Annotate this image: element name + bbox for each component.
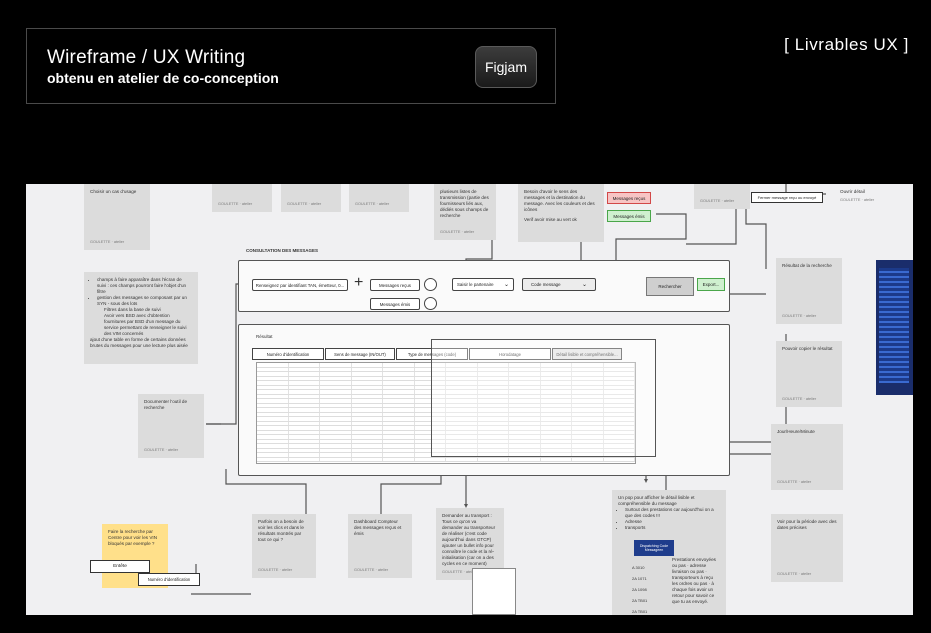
sent-radio[interactable] bbox=[424, 297, 437, 310]
note-bullet: champs à faire apparaître dans l'écran d… bbox=[97, 277, 192, 295]
note-text: plusieurs listes de transmission (partie… bbox=[440, 189, 489, 218]
results-grid[interactable] bbox=[256, 362, 636, 464]
note-bullet: gestion des messages se composant par un… bbox=[97, 295, 192, 307]
tab-timestamp[interactable]: Horodatage bbox=[469, 348, 551, 360]
title-card: Wireframe / UX Writing obtenu en atelier… bbox=[26, 28, 556, 104]
note-dashboard[interactable]: Dashboard Compteur des messages reçus et… bbox=[348, 514, 412, 578]
note-clicks[interactable]: Parfois on a besoin de voir les clics et… bbox=[252, 514, 316, 578]
search-input[interactable]: Renseignez par identifiant TAN, émetteur… bbox=[252, 279, 348, 291]
partner-select[interactable]: Saisir le partenaire ⌄ bbox=[452, 278, 514, 291]
section-title: CONSULTATION DES MESSAGES bbox=[246, 248, 319, 253]
detail-overlay bbox=[431, 339, 656, 457]
note-top-d[interactable]: GOULETTE · atelier bbox=[694, 184, 750, 209]
note-sub: Filtres dans la base de suivi bbox=[104, 307, 161, 312]
note-open-detail-2 bbox=[844, 184, 878, 208]
code-list-item: A 3010 bbox=[632, 565, 645, 570]
figjam-button[interactable]: Figjam bbox=[475, 46, 537, 88]
note-text: Résultat de la recherche bbox=[782, 263, 832, 268]
screenshot-thumbnail bbox=[876, 260, 913, 395]
note-transport[interactable]: Demander au transport : Tous ce qu'on va… bbox=[436, 508, 504, 580]
note-text: Parfois on a besoin de voir les clics et… bbox=[258, 519, 304, 542]
code-list-item: 2A TB01 bbox=[632, 609, 648, 614]
numero-tag[interactable]: Numéro d'identification bbox=[138, 573, 200, 586]
note-text: Jour/Heure/Minute bbox=[777, 429, 815, 434]
note-sub: Avoir vers BSD avec d'obtention bbox=[104, 313, 170, 318]
page-subtitle: obtenu en atelier de co-conception bbox=[47, 70, 279, 86]
search-button[interactable]: Rechercher bbox=[646, 277, 694, 296]
note-prestations[interactable]: Prestations envoyées ou pas · adresse li… bbox=[666, 552, 724, 615]
export-button[interactable]: Export... bbox=[697, 278, 725, 291]
note-text: Demander au transport : Tous ce qu'on va… bbox=[442, 513, 496, 566]
note-copy-result[interactable]: Pouvoir copier le résultat GOULETTE · at… bbox=[776, 341, 842, 407]
result-label: Résultat bbox=[256, 334, 273, 339]
note-sub: ajout d'une table en forme de certains d… bbox=[90, 337, 188, 348]
note-text: Besoin d'avoir le sens des messages et l… bbox=[524, 189, 595, 212]
note-top-a[interactable]: GOULETTE · atelier bbox=[212, 184, 272, 212]
messages-received-red-button[interactable]: Messages reçus bbox=[607, 192, 651, 204]
partner-select-label: Saisir le partenaire bbox=[457, 282, 494, 287]
note-text: Prestations envoyées ou pas · adresse li… bbox=[672, 557, 716, 604]
code-list-item: 2A 1098 bbox=[632, 587, 647, 592]
note-text: Voir pour la période avec des dates préc… bbox=[777, 519, 837, 530]
note-text-2: Verif avoir mise au vert ok bbox=[524, 217, 577, 222]
note-text: Choisir un cas d'usage bbox=[90, 189, 137, 194]
note-search-result[interactable]: Résultat de la recherche GOULETTE · atel… bbox=[776, 258, 842, 324]
note-text: Documenter l'outil de recherche bbox=[144, 399, 188, 410]
tab-identification[interactable]: Numéro d'identification bbox=[252, 348, 324, 360]
note-direction[interactable]: Besoin d'avoir le sens des messages et l… bbox=[518, 184, 604, 242]
close-message-tag[interactable]: Fermer message reçu ou envoyé bbox=[751, 192, 823, 203]
tab-detail[interactable]: Détail lisible et compréhensible... bbox=[552, 348, 622, 360]
note-top-b[interactable]: GOULETTE · atelier bbox=[281, 184, 341, 212]
mini-table bbox=[472, 568, 516, 615]
note-sub: fournitures par BSD d'un message du serv… bbox=[104, 319, 187, 336]
messages-sent-green-button[interactable]: Messages émis bbox=[607, 210, 651, 222]
note-text: Dashboard Compteur des messages reçus et… bbox=[354, 519, 402, 536]
code-select-label: Code message bbox=[531, 282, 561, 287]
plus-icon: + bbox=[354, 274, 364, 291]
deliverables-tag: [ Livrables UX ] bbox=[784, 35, 909, 54]
code-message-select[interactable]: Code message ⌄ bbox=[522, 278, 596, 291]
sent-messages-button[interactable]: Messages émis bbox=[370, 298, 420, 310]
code-list-item: 2A TB01 bbox=[632, 598, 648, 603]
tab-direction[interactable]: Sens de message (IN/OUT) bbox=[325, 348, 395, 360]
code-list: A 3010 2A 1071 2A 1098 2A TB01 2A TB01 bbox=[632, 562, 647, 615]
tab-type[interactable]: Type de messages (code) bbox=[396, 348, 468, 360]
note-bullet: Adresse bbox=[625, 519, 720, 525]
note-use-case[interactable]: Choisir un cas d'usage GOULETTE · atelie… bbox=[84, 184, 150, 250]
figjam-board: Choisir un cas d'usage GOULETTE · atelie… bbox=[26, 184, 913, 615]
chevron-down-icon: ⌄ bbox=[503, 282, 509, 288]
received-radio[interactable] bbox=[424, 278, 437, 291]
chevron-down-icon: ⌄ bbox=[581, 282, 587, 288]
note-bullet: Surtout des prestations car aujourd'hui … bbox=[625, 507, 720, 519]
note-bullet: transports bbox=[625, 525, 720, 531]
note-text: Faire la recherche par Centre pour voir … bbox=[108, 529, 158, 546]
entete-tag[interactable]: Entête bbox=[90, 560, 150, 573]
note-transmission[interactable]: plusieurs listes de transmission (partie… bbox=[434, 184, 496, 240]
dispatching-header: Dispatching Code Messageen bbox=[634, 540, 674, 556]
page-title: Wireframe / UX Writing bbox=[47, 47, 246, 68]
note-text: Ouvrir détail bbox=[840, 189, 865, 194]
note-time[interactable]: Jour/Heure/Minute GOULETTE · atelier bbox=[771, 424, 843, 490]
result-tabs: Numéro d'identification Sens de message … bbox=[252, 348, 623, 360]
received-messages-button[interactable]: Messages reçus bbox=[370, 279, 420, 291]
note-text: Un pop pour afficher le détail lisible e… bbox=[618, 495, 695, 506]
note-open-detail[interactable]: Ouvrir détail GOULETTE · atelier bbox=[834, 184, 892, 208]
code-list-item: 2A 1071 bbox=[632, 576, 647, 581]
note-search-tool[interactable]: Documenter l'outil de recherche GOULETTE… bbox=[138, 394, 204, 458]
note-text: Pouvoir copier le résultat bbox=[782, 346, 833, 351]
note-top-c[interactable]: GOULETTE · atelier bbox=[349, 184, 409, 212]
note-fields[interactable]: champs à faire apparaître dans l'écran d… bbox=[84, 272, 198, 364]
note-period[interactable]: Voir pour la période avec des dates préc… bbox=[771, 514, 843, 582]
